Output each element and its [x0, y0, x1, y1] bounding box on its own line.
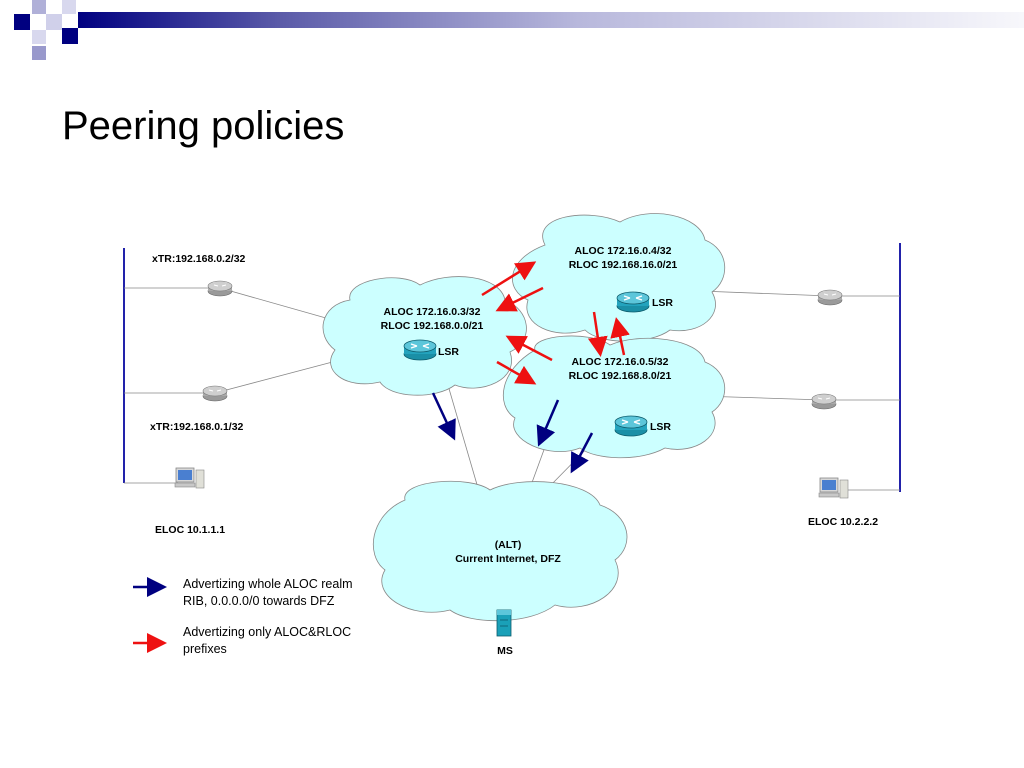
decor-square — [32, 46, 46, 60]
xtr-router-icon — [811, 393, 837, 410]
aloc3-aloc-label: ALOC 172.16.0.3/32 — [384, 306, 481, 318]
xtr-router-icon — [207, 280, 233, 297]
eloc-left-label: ELOC 10.1.1.1 — [155, 524, 225, 536]
ms-label: MS — [497, 645, 513, 657]
red-arrow — [505, 335, 553, 362]
cloud-aloc5 — [502, 335, 726, 459]
red-arrow — [495, 286, 544, 312]
cloud-alt — [372, 480, 628, 622]
decor-square — [62, 0, 76, 14]
blue-arrow — [570, 432, 594, 474]
lsr-label-aloc3: LSR — [438, 346, 459, 358]
decor-square — [32, 30, 46, 44]
legend-red-text-1: Advertizing only ALOC&RLOC — [183, 625, 351, 639]
header-gradient-bar — [78, 12, 1024, 28]
aloc5-aloc-label: ALOC 172.16.0.5/32 — [572, 356, 669, 368]
cloud-aloc4 — [512, 213, 726, 342]
red-arrow — [587, 311, 608, 357]
legend-blue-text-1: Advertizing whole ALOC realm — [183, 577, 353, 591]
lsr-router-icon — [403, 339, 437, 361]
red-arrow — [496, 360, 537, 385]
xtr-router-icon — [817, 289, 843, 306]
decor-square — [32, 0, 46, 14]
legend-blue-text-2: RIB, 0.0.0.0/0 towards DFZ — [183, 594, 335, 608]
cloud-aloc3 — [322, 276, 527, 396]
decor-square — [62, 28, 78, 44]
eloc-right-label: ELOC 10.2.2.2 — [808, 516, 878, 528]
legend-red-text-2: prefixes — [183, 642, 227, 656]
aloc4-aloc-label: ALOC 172.16.0.4/32 — [575, 245, 672, 257]
xtr-bottom-label: xTR:192.168.0.1/32 — [150, 421, 244, 433]
red-arrow — [610, 317, 630, 356]
page-title: Peering policies — [62, 104, 345, 148]
alt-label: (ALT) — [495, 539, 522, 551]
pc-icon — [818, 477, 849, 499]
lsr-label-aloc5: LSR — [650, 421, 671, 433]
alt-sub-label: Current Internet, DFZ — [455, 553, 561, 565]
pc-icon — [174, 467, 205, 489]
aloc5-rloc-label: RLOC 192.168.8.0/21 — [569, 370, 672, 382]
blue-arrow — [431, 392, 456, 441]
xtr-router-icon — [202, 385, 228, 402]
server-icon — [496, 609, 512, 637]
decor-square — [14, 14, 30, 30]
red-arrow — [481, 261, 537, 297]
aloc3-rloc-label: RLOC 192.168.0.0/21 — [381, 320, 484, 332]
aloc4-rloc-label: RLOC 192.168.16.0/21 — [569, 259, 678, 271]
lsr-router-icon — [616, 291, 650, 313]
lsr-label-aloc4: LSR — [652, 297, 673, 309]
blue-arrow — [536, 399, 560, 447]
lsr-router-icon — [614, 415, 648, 437]
decor-square — [46, 14, 62, 30]
xtr-top-label: xTR:192.168.0.2/32 — [152, 253, 246, 265]
